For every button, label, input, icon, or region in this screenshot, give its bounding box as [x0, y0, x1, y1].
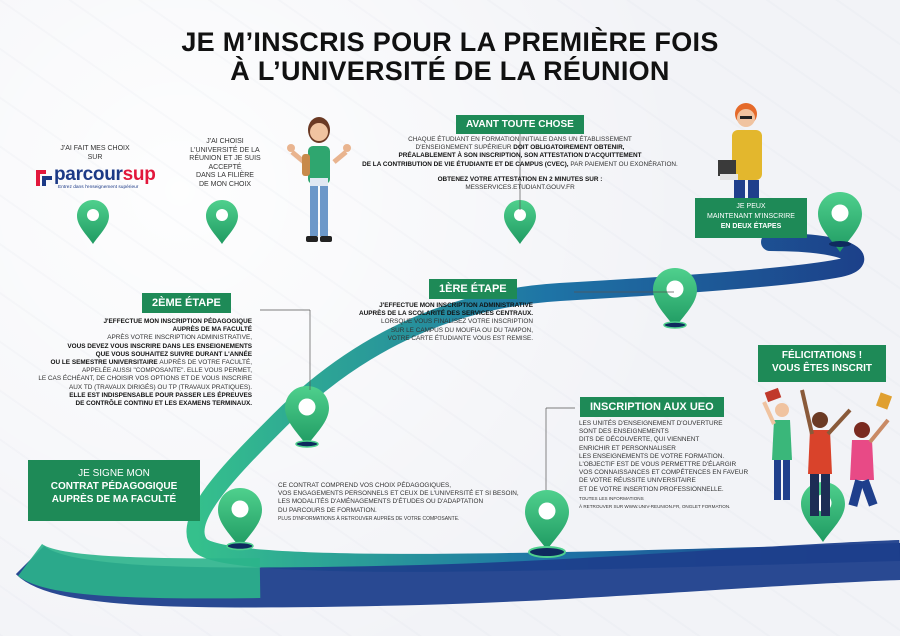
etape1-label: 1ÈRE ÉTAPE	[429, 279, 517, 299]
avant-text: CHAQUE ÉTUDIANT EN FORMATION INITIALE DA…	[362, 136, 678, 192]
felicitations-box: FÉLICITATIONS ! VOUS ÊTES INSCRIT	[758, 345, 886, 382]
ueo-label: INSCRIPTION AUX UEO	[580, 397, 724, 417]
etape2-label: 2ÈME ÉTAPE	[142, 293, 231, 313]
etape1-text: J'EFFECTUE MON INSCRIPTION ADMINISTRATIV…	[359, 302, 533, 342]
ueo-text: LES UNITÉS D'ENSEIGNEMENT D'OUVERTURE SO…	[579, 420, 749, 509]
student-girl-illustration	[287, 117, 351, 242]
step-choice-text: J'AI FAIT MES CHOIX SUR	[60, 145, 130, 161]
parcoursup-name: parcoursup	[54, 164, 156, 185]
title-line-2: À L’UNIVERSITÉ DE LA RÉUNION	[230, 56, 670, 86]
celebrating-students-illustration	[762, 387, 893, 516]
contrat-box: JE SIGNE MON CONTRAT PÉDAGOGIQUE AUPRÈS …	[28, 460, 200, 521]
etape2-text: J'EFFECTUE MON INSCRIPTION PÉDAGOGIQUE A…	[38, 318, 252, 408]
contrat-text: CE CONTRAT COMPREND VOS CHOIX PÉDAGOGIQU…	[278, 482, 519, 522]
avant-label: AVANT TOUTE CHOSE	[456, 115, 584, 134]
maintenant-box: JE PEUX MAINTENANT M'INSCRIRE EN DEUX ÉT…	[695, 198, 807, 238]
title-line-1: JE M’INSCRIS POUR LA PREMIÈRE FOIS	[181, 27, 719, 57]
page-title: JE M’INSCRIS POUR LA PREMIÈRE FOIS À L’U…	[0, 28, 900, 86]
step-accepted-text: J'AI CHOISI L'UNIVERSITÉ DE LA RÉUNION E…	[189, 138, 261, 188]
parcoursup-mark-icon	[36, 170, 52, 186]
parcoursup-tagline: Entrez dans l'enseignement supérieur	[58, 185, 139, 190]
